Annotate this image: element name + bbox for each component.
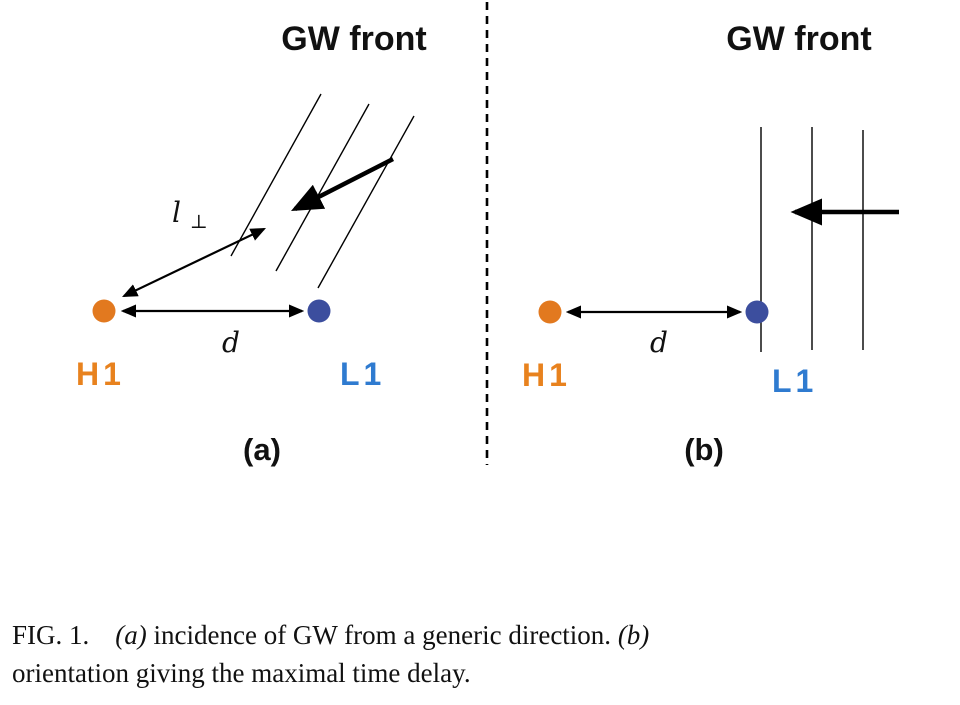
l1-label-a: L1 (340, 356, 385, 392)
wavefront-line (275, 103, 370, 272)
h1-label-b: H1 (522, 357, 571, 393)
gw-front-label-b: GW front (726, 20, 871, 58)
d-label-b: d (650, 326, 668, 359)
caption-b-label: (b) (617, 620, 650, 650)
wavefront-line (230, 93, 322, 257)
panel-label-a: (a) (243, 432, 281, 467)
l1-detector-dot-b (745, 300, 769, 324)
diagram-svg: GW front l ⊥ d H1 L1 (a) (76, 2, 899, 467)
l1-label-b: L1 (772, 363, 817, 399)
caption-a-text: incidence of GW from a generic direction… (153, 620, 612, 650)
l-perp-label: l ⊥ (172, 196, 208, 233)
panel-b: GW front d H1 L1 (b) (522, 20, 899, 467)
gw-propagation-arrow-a (290, 156, 395, 212)
h1-detector-dot-a (92, 299, 116, 323)
caption-a-label: (a) (115, 620, 147, 650)
h1-label-a: H1 (76, 356, 125, 392)
h1-detector-dot-b (538, 300, 562, 324)
l1-detector-dot-a (307, 299, 331, 323)
d-label-a: d (222, 326, 240, 359)
gw-front-label-a: GW front (281, 20, 426, 58)
caption-fig-number: FIG. 1. (12, 620, 90, 650)
l-perp-arrow (122, 228, 266, 297)
figure-caption: FIG. 1. (a) incidence of GW from a generi… (12, 616, 948, 692)
panel-label-b: (b) (684, 432, 724, 467)
l-perp-label-sub: ⊥ (190, 211, 208, 233)
l-perp-label-main: l (172, 196, 181, 229)
panel-a: GW front l ⊥ d H1 L1 (a) (76, 20, 427, 467)
wavefront-line (317, 115, 415, 289)
caption-b-text: orientation giving the maximal time dela… (12, 658, 471, 688)
